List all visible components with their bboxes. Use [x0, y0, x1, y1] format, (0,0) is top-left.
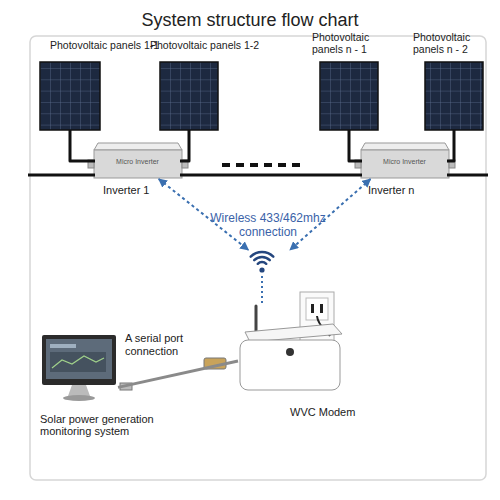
plug-prong — [311, 304, 314, 313]
inverter-device — [355, 143, 455, 178]
node-label: Inverter 1 — [103, 184, 183, 196]
wvc-modem: WVC Modem — [238, 250, 342, 398]
node-label: Solar power generation monitoring system — [40, 413, 190, 438]
inverter-front — [94, 150, 182, 178]
solar-panel: Photovoltaic panels n - 1 — [320, 62, 378, 130]
node-label: Photovoltaic panels n - 2 — [413, 32, 487, 56]
modem-body — [240, 340, 340, 390]
dc-cable — [70, 130, 95, 161]
solar-panel — [160, 62, 218, 130]
node-label: Photovoltaic panels 1-2 — [150, 40, 265, 52]
wifi-symbol — [251, 252, 274, 264]
screen-bar — [50, 344, 76, 348]
plug-prong — [320, 304, 323, 313]
monitor-screen — [46, 339, 112, 379]
diagram-title: System structure flow chart — [0, 10, 500, 31]
solar-panel — [40, 62, 100, 130]
solar-panel: Photovoltaic panels 1-2 — [160, 62, 218, 130]
dc-cable — [447, 130, 454, 161]
inverter-top — [94, 143, 182, 150]
dc-cable — [349, 130, 362, 161]
micro-inverter: Micro InverterInverter n — [362, 143, 447, 179]
solar-panel: Photovoltaic panels n - 2 — [425, 62, 483, 130]
connection-note: Wireless 433/462mhz connection — [203, 212, 333, 240]
modem-logo — [286, 348, 294, 356]
modem-top — [245, 324, 342, 342]
monitor — [42, 335, 116, 385]
frame — [30, 36, 486, 480]
wifi-arc — [251, 252, 274, 257]
solar-panel: Photovoltaic panels 1-1 — [40, 62, 100, 130]
wifi-arc — [258, 262, 266, 264]
device-marking: Micro Inverter — [362, 158, 447, 166]
ellipsis-dashes — [222, 163, 305, 167]
serial-cable — [118, 361, 238, 387]
screen-panel — [50, 352, 106, 372]
wifi-arc — [254, 257, 270, 260]
node-label: Inverter n — [368, 184, 448, 196]
inverter-device — [88, 143, 188, 178]
connector-label: A serial port connection — [125, 332, 205, 357]
solar-panel — [320, 62, 378, 130]
monitor-base — [63, 395, 95, 401]
dc-cable — [180, 130, 189, 161]
screen-graph — [52, 356, 104, 368]
solar-panel — [425, 62, 483, 130]
monitor-stand — [68, 385, 90, 396]
ac-bus-line — [180, 174, 362, 177]
ac-bus-line — [28, 174, 95, 177]
node-label: Photovoltaic panels n - 1 — [312, 32, 384, 56]
micro-inverter: Micro InverterInverter 1 — [95, 143, 180, 179]
wifi-dot — [259, 267, 264, 272]
inverter-front — [361, 150, 449, 178]
node-label: WVC Modem — [290, 406, 380, 418]
monitoring-computer: Solar power generation monitoring system — [40, 333, 118, 401]
device-marking: Micro Inverter — [95, 158, 180, 166]
inverter-top — [361, 143, 449, 150]
radio-link — [261, 276, 263, 306]
ac-bus-line — [447, 174, 488, 177]
